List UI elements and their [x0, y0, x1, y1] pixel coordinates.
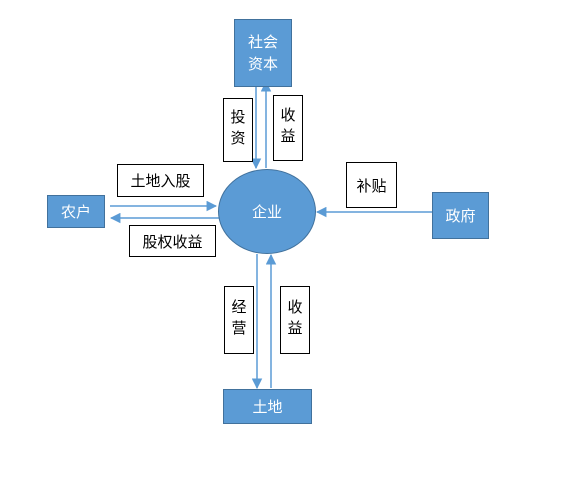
government-node: 政府 [432, 192, 489, 239]
invest-label: 投资 [223, 98, 253, 162]
equity-return-label: 股权收益 [129, 225, 216, 257]
land-share-label: 土地入股 [117, 164, 204, 197]
farmer-node: 农户 [47, 195, 105, 228]
social-capital-node: 社会 资本 [234, 19, 292, 87]
capital-return-label: 收益 [273, 95, 303, 161]
land-return-label: 收益 [280, 286, 310, 354]
land-node: 土地 [223, 389, 312, 424]
enterprise-node: 企业 [218, 169, 316, 254]
subsidy-label: 补贴 [346, 162, 397, 208]
operate-label: 经营 [224, 286, 254, 354]
